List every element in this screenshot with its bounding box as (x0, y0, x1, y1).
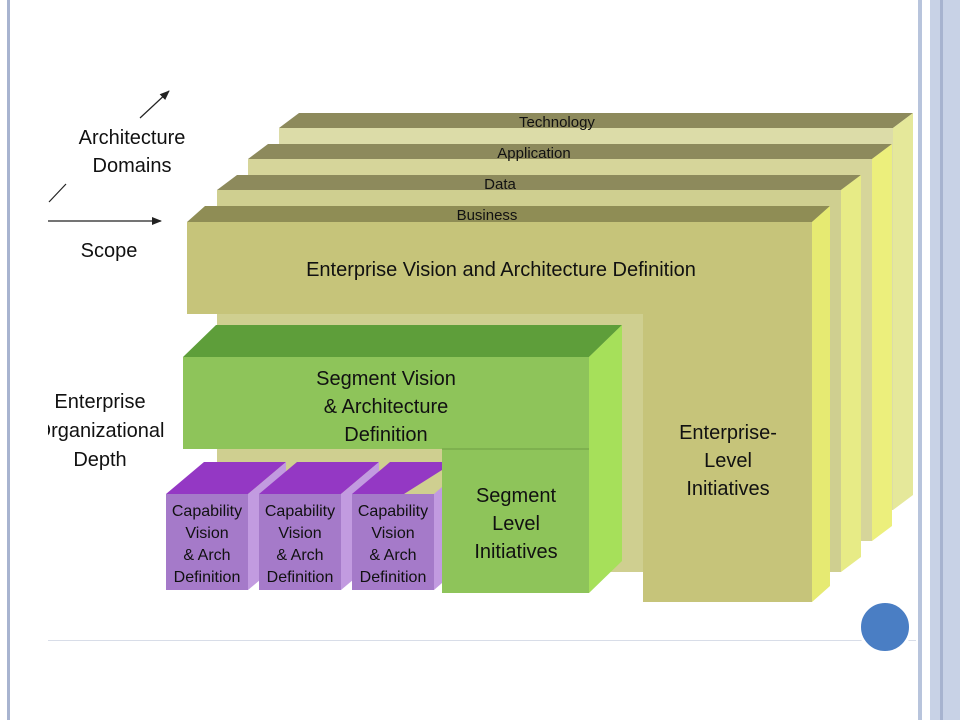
capability-1-line1: Capability (172, 503, 242, 520)
slide-bottom-rule (48, 640, 916, 641)
capability-2-line2: Vision (278, 525, 321, 542)
slide-frame-left (7, 0, 10, 720)
capability-2-line4: Definition (267, 569, 334, 586)
domains-arrow (139, 90, 170, 119)
domain-layer-business: Business Enterprise Vision and Architect… (187, 206, 830, 602)
segment-vision-line2: & Architecture (324, 396, 449, 418)
axes: Architecture Domains Scope Enterprise Or… (36, 90, 186, 471)
domain-label-business: Business (457, 207, 518, 224)
axis-domains-label-line1: Architecture (79, 127, 186, 149)
slide-frame-right (930, 0, 960, 720)
domain-label-technology: Technology (519, 114, 595, 131)
capability-2-line1: Capability (265, 503, 335, 520)
axis-depth-label-line3: Depth (73, 449, 126, 471)
capability-2-line3: & Arch (276, 547, 323, 564)
capability-3-line3: & Arch (369, 547, 416, 564)
domain-label-application: Application (497, 145, 570, 162)
capability-3-line2: Vision (371, 525, 414, 542)
axis-depth-label-line1: Enterprise (54, 391, 145, 413)
capability-box-3: Capability Vision & Arch Definition (352, 462, 442, 590)
segment-vision-line3: Definition (344, 424, 427, 446)
slide-frame-right-inner (918, 0, 922, 720)
enterprise-initiatives-line1: Enterprise- (679, 422, 777, 444)
enterprise-initiatives-line2: Level (704, 450, 752, 472)
domain-label-data: Data (484, 176, 516, 193)
segment-vision-line1: Segment Vision (316, 368, 456, 390)
axis-domains-label-line2: Domains (93, 155, 172, 177)
capability-3-line1: Capability (358, 503, 428, 520)
slide-frame-right-line (940, 0, 943, 720)
slide-page-marker (858, 600, 912, 654)
capability-1-line2: Vision (185, 525, 228, 542)
segment-initiatives-line3: Initiatives (474, 541, 557, 563)
capability-1-line4: Definition (174, 569, 241, 586)
axis-depth-label-line2: Organizational (36, 420, 165, 442)
capability-1-line3: & Arch (183, 547, 230, 564)
segment-initiatives-line2: Level (492, 513, 540, 535)
segment-block: Segment Vision & Architecture Definition… (183, 325, 622, 593)
enterprise-initiatives-line3: Initiatives (686, 478, 769, 500)
enterprise-vision-label: Enterprise Vision and Architecture Defin… (306, 259, 696, 281)
domains-axis-tail (48, 183, 67, 203)
capability-3-line4: Definition (360, 569, 427, 586)
segment-initiatives-line1: Segment (476, 485, 556, 507)
axis-scope-label: Scope (81, 240, 138, 262)
